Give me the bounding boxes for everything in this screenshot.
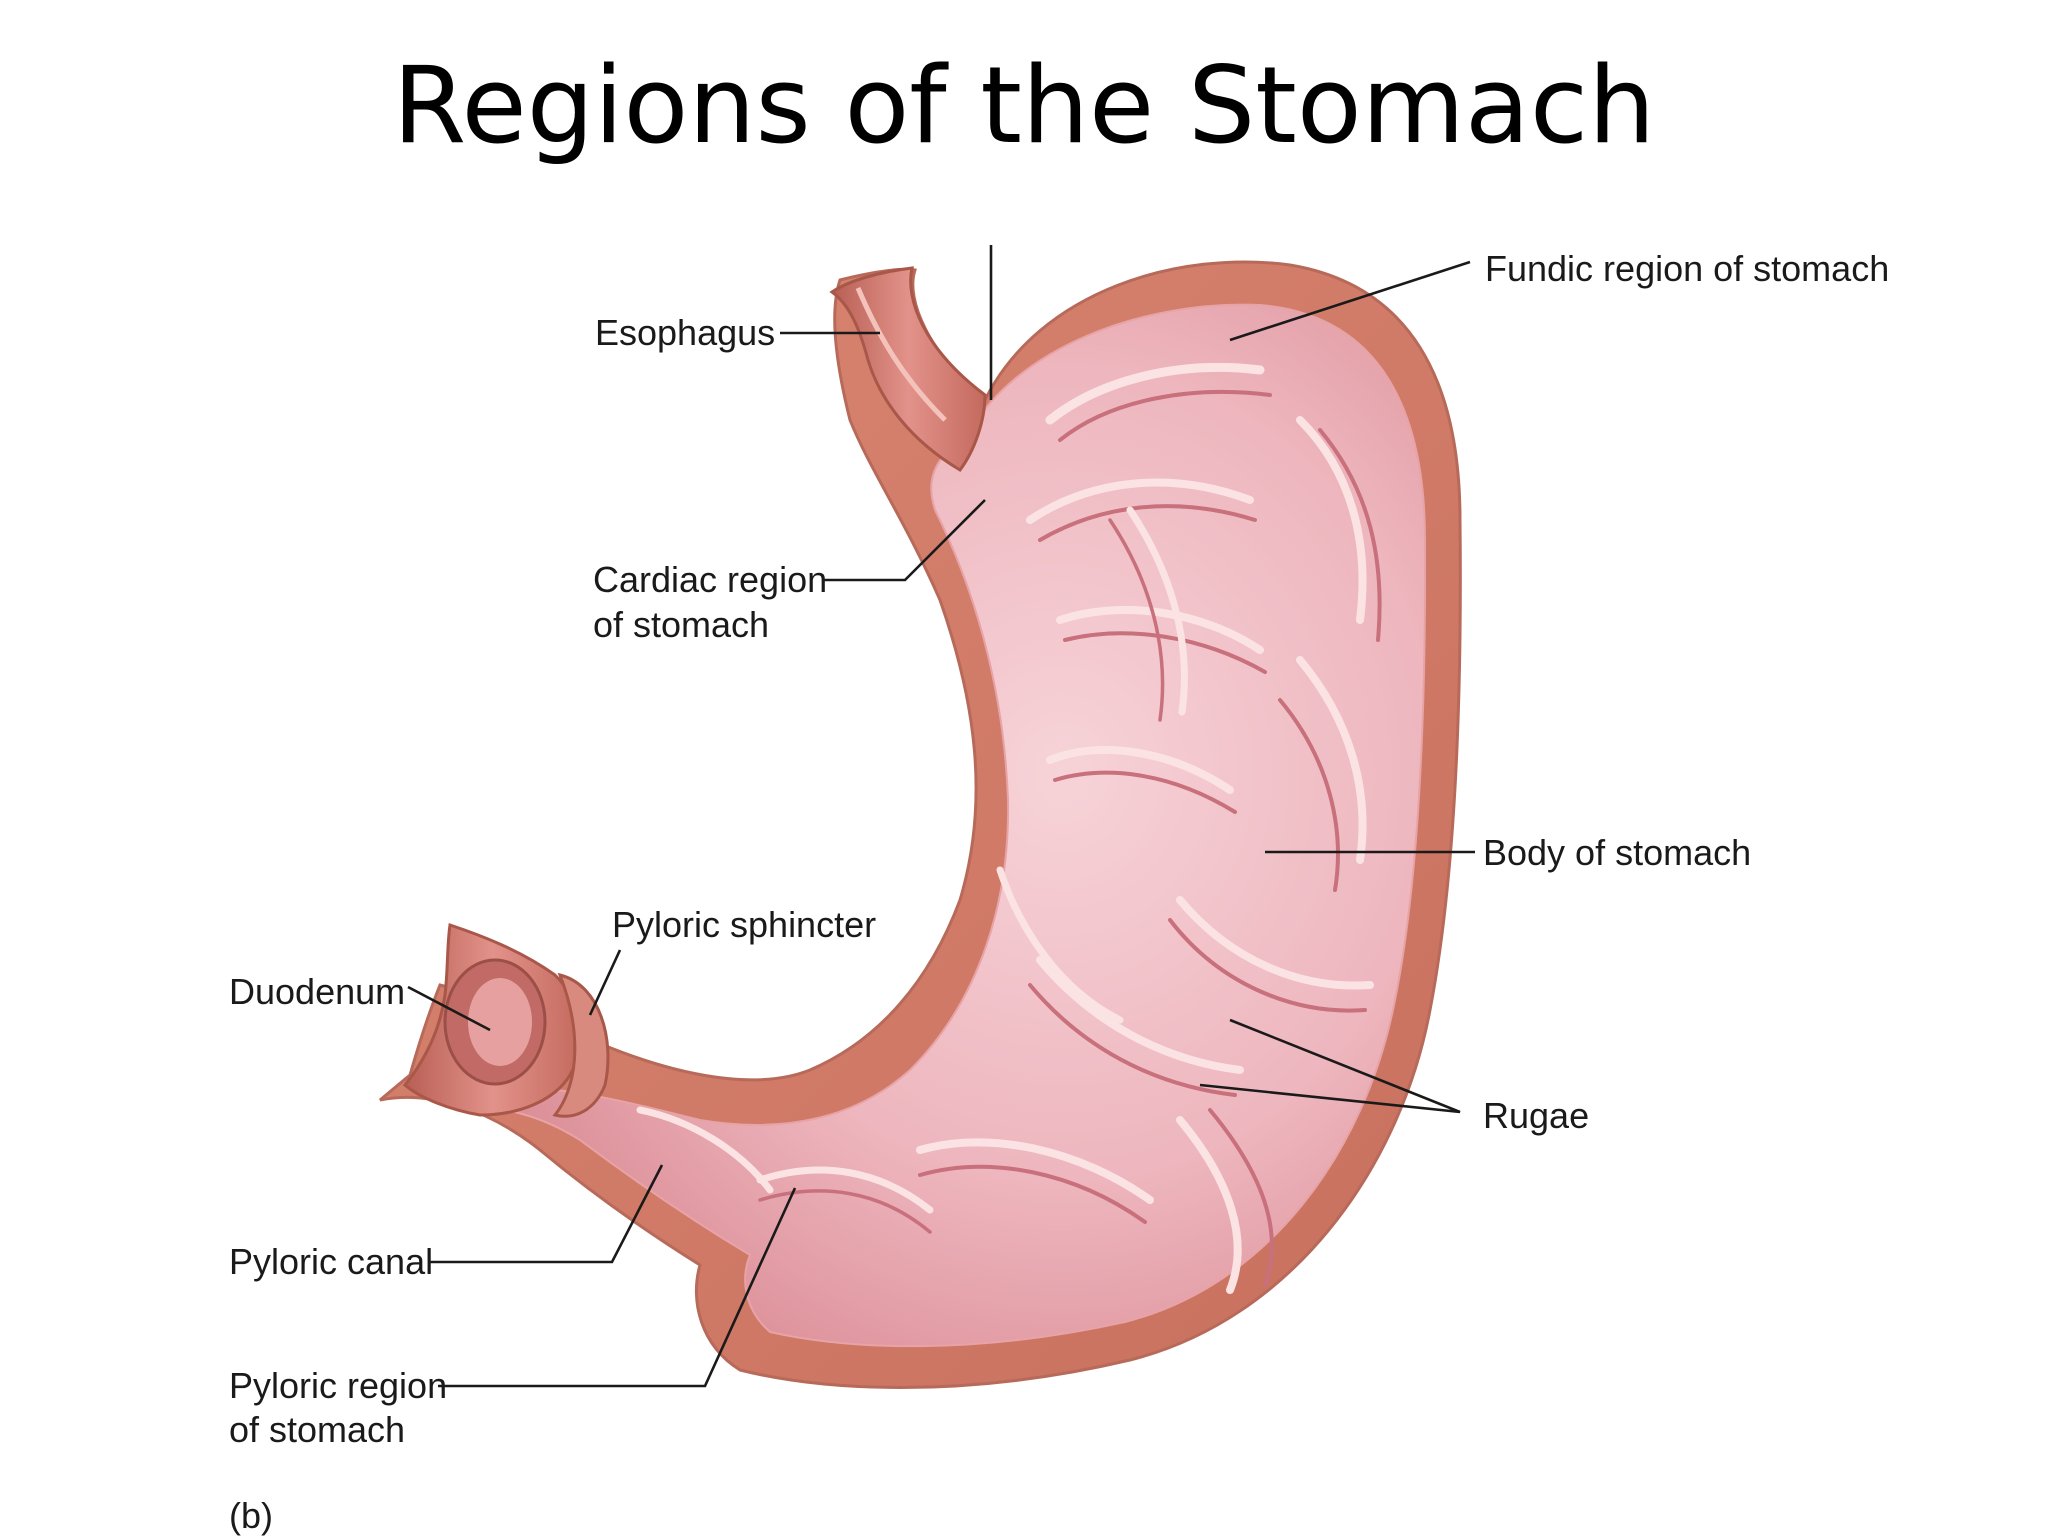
- duodenum-opening-inner: [468, 978, 532, 1066]
- label-pyloric-sphincter: Pyloric sphincter: [612, 904, 876, 945]
- leader-cardiac: [822, 499, 986, 582]
- label-cardiac-region-line1: Cardiac region: [593, 559, 827, 600]
- label-fundic-region: Fundic region of stomach: [1485, 248, 1889, 289]
- rugae-folds: [636, 362, 1382, 1294]
- slide-title: Regions of the Stomach: [392, 44, 1656, 167]
- leader-pyloric-region: [438, 1187, 797, 1388]
- label-pyloric-region-line2: of stomach: [229, 1409, 405, 1450]
- label-panel-b: (b): [229, 1495, 273, 1536]
- leader-fundic: [1229, 260, 1471, 342]
- label-duodenum: Duodenum: [229, 971, 405, 1012]
- leader-rugae: [1199, 1018, 1461, 1114]
- leader-pyloric-sphincter: [588, 949, 622, 1016]
- pyloric-sphincter-ring: [552, 972, 610, 1118]
- leader-lines: [407, 245, 1475, 1388]
- label-cardiac-region-line2: of stomach: [593, 604, 769, 645]
- label-rugae: Rugae: [1483, 1095, 1589, 1136]
- label-esophagus: Esophagus: [595, 312, 775, 353]
- esophagus-inner-line: [855, 287, 947, 422]
- leader-duodenum: [407, 985, 491, 1032]
- label-pyloric-region-line1: Pyloric region: [229, 1365, 447, 1406]
- label-pyloric-canal: Pyloric canal: [229, 1241, 433, 1282]
- leader-pyloric-canal: [428, 1164, 664, 1264]
- label-body-of-stomach: Body of stomach: [1483, 832, 1751, 873]
